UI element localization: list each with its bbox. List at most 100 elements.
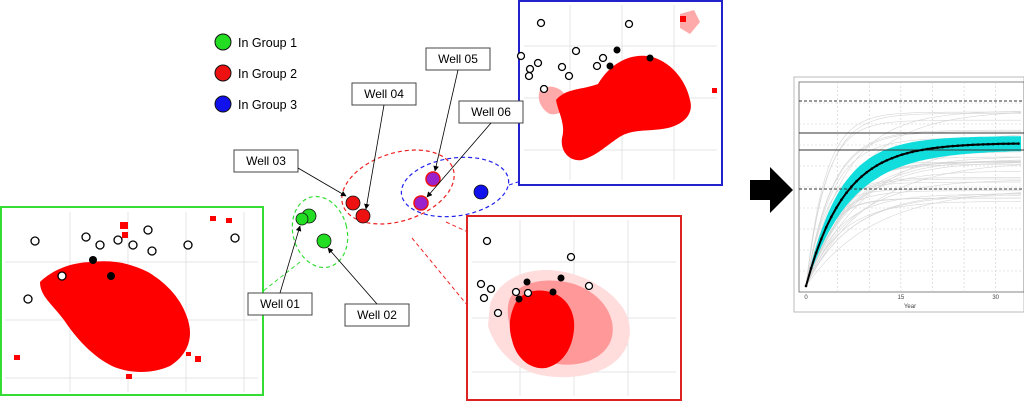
chart-mean-point bbox=[824, 226, 828, 229]
panel-group-3-monitor-wells bbox=[516, 18, 634, 94]
legend-label-group-1: In Group 1 bbox=[238, 36, 297, 50]
connector-group-1 bbox=[261, 261, 301, 293]
legend-item-group-1: In Group 1 bbox=[214, 33, 297, 51]
well-label-06: Well 06 bbox=[426, 100, 524, 198]
chart-ensemble-line bbox=[805, 170, 1022, 287]
chart-mean-point bbox=[895, 155, 899, 158]
chart-x-tick-label: 30 bbox=[992, 295, 999, 301]
panel-group-3-plume-fragments bbox=[576, 16, 717, 156]
chart-mean-point bbox=[845, 191, 848, 194]
legend-item-group-3: In Group 3 bbox=[214, 95, 297, 113]
chart-mean-point bbox=[1012, 142, 1015, 145]
well-labels: Well 03 Well 04 Well 05 Well 06 Well 01 … bbox=[233, 47, 524, 327]
chart-mean-point bbox=[835, 206, 838, 210]
panel-group-3-plume bbox=[556, 55, 691, 161]
panel-group-3-injection-wells bbox=[606, 46, 654, 70]
chart-mean-point bbox=[804, 284, 808, 288]
connector-group-3 bbox=[508, 180, 522, 186]
chart-mean-point bbox=[996, 142, 1000, 146]
chart-mean-point bbox=[931, 147, 934, 150]
chart-uncertainty-band bbox=[806, 136, 1021, 286]
well-marker-01b bbox=[295, 212, 309, 226]
chart-mean-point bbox=[966, 143, 970, 147]
svg-text:Well 01: Well 01 bbox=[260, 297, 300, 311]
chart-mean-point bbox=[814, 251, 818, 255]
legend-swatch-group-1 bbox=[214, 33, 232, 51]
chart-reference-lines bbox=[799, 100, 1024, 190]
well-marker-group-3 bbox=[473, 184, 489, 200]
chart-mean-point bbox=[885, 159, 889, 162]
svg-text:Well 05: Well 05 bbox=[438, 52, 478, 66]
chart-x-tick-label: 0 bbox=[804, 295, 808, 301]
well-marker-04 bbox=[355, 208, 371, 224]
chart-ensemble-line bbox=[805, 162, 1022, 287]
chart-mean-point bbox=[819, 237, 823, 241]
cluster-group-2-ellipse bbox=[341, 149, 455, 225]
chart-mean-point bbox=[921, 148, 924, 152]
chart-ensemble-line bbox=[805, 201, 1021, 287]
chart-mean-point bbox=[865, 171, 868, 174]
chart-mean-point bbox=[946, 145, 949, 148]
chart-ensemble-line bbox=[805, 161, 1021, 287]
connector-group-2b bbox=[445, 221, 469, 233]
chart-mean-point bbox=[976, 143, 980, 146]
chart-mean-point bbox=[961, 144, 965, 147]
legend-swatch-group-2 bbox=[214, 64, 232, 82]
svg-text:Well 02: Well 02 bbox=[357, 308, 397, 322]
chart-mean-point bbox=[905, 151, 909, 155]
well-marker-03 bbox=[345, 195, 361, 211]
chart-ensemble-line bbox=[805, 110, 1022, 287]
well-label-03: Well 03 bbox=[233, 149, 347, 197]
right-arrow-icon bbox=[750, 167, 793, 213]
panel-group-1-plume-fragments bbox=[14, 216, 232, 379]
chart-ensemble-line bbox=[805, 192, 1022, 287]
chart-mean-point bbox=[880, 161, 884, 164]
chart-x-axis-label: Year bbox=[904, 304, 916, 310]
cluster-map bbox=[291, 149, 510, 269]
svg-text:Well 06: Well 06 bbox=[471, 105, 511, 119]
chart-mean-point bbox=[981, 143, 985, 146]
legend-label-group-2: In Group 2 bbox=[238, 67, 297, 81]
panel-group-1-injection-wells bbox=[89, 256, 115, 280]
chart-mean-point bbox=[1002, 142, 1005, 146]
well-marker-02 bbox=[316, 233, 332, 249]
svg-text:Well 03: Well 03 bbox=[246, 154, 286, 168]
chart-mean-point bbox=[1007, 142, 1010, 145]
chart-ensemble-line bbox=[805, 180, 1022, 287]
well-marker-05 bbox=[425, 171, 441, 187]
chart-mean-point bbox=[830, 215, 833, 219]
well-label-01: Well 01 bbox=[247, 225, 313, 316]
well-marker-06 bbox=[413, 195, 429, 211]
chart-x-ticks: 0 15 30 bbox=[804, 295, 999, 301]
panel-group-2-monitor-wells bbox=[476, 236, 594, 318]
chart-mean-point bbox=[986, 142, 990, 146]
chart-mean-point bbox=[941, 145, 944, 149]
panel-group-1-plume bbox=[40, 261, 190, 372]
panel-group-1-grid bbox=[5, 212, 258, 392]
legend: In Group 1 In Group 2 In Group 3 bbox=[214, 33, 297, 113]
chart-mean-point bbox=[956, 144, 960, 147]
chart-mean-point bbox=[855, 179, 858, 183]
chart-mean-point bbox=[890, 156, 894, 160]
panel-group-3-map bbox=[516, 0, 723, 186]
chart-mean-point bbox=[910, 150, 914, 154]
chart-ensemble-line bbox=[805, 119, 1021, 287]
chart-mean-point bbox=[840, 198, 843, 202]
chart-ensemble-line bbox=[805, 113, 1021, 287]
well-label-04: Well 04 bbox=[351, 82, 417, 210]
chart-mean-point bbox=[916, 149, 919, 153]
chart-mean-series bbox=[804, 142, 1020, 288]
chart-x-tick-label: 15 bbox=[898, 295, 905, 301]
panel-group-2-injection-wells bbox=[515, 274, 565, 303]
well-label-05: Well 05 bbox=[425, 47, 491, 172]
chart-mean-point bbox=[936, 146, 939, 149]
chart-mean-point bbox=[900, 153, 904, 156]
panel-group-2-plume bbox=[509, 290, 575, 369]
chart-mean-point bbox=[809, 267, 813, 270]
chart-ensemble-line bbox=[805, 164, 1022, 287]
svg-text:Well 04: Well 04 bbox=[364, 87, 404, 101]
panel-group-2-map bbox=[466, 215, 682, 401]
chart-mean-point bbox=[860, 175, 863, 178]
well-label-02: Well 02 bbox=[327, 247, 410, 327]
